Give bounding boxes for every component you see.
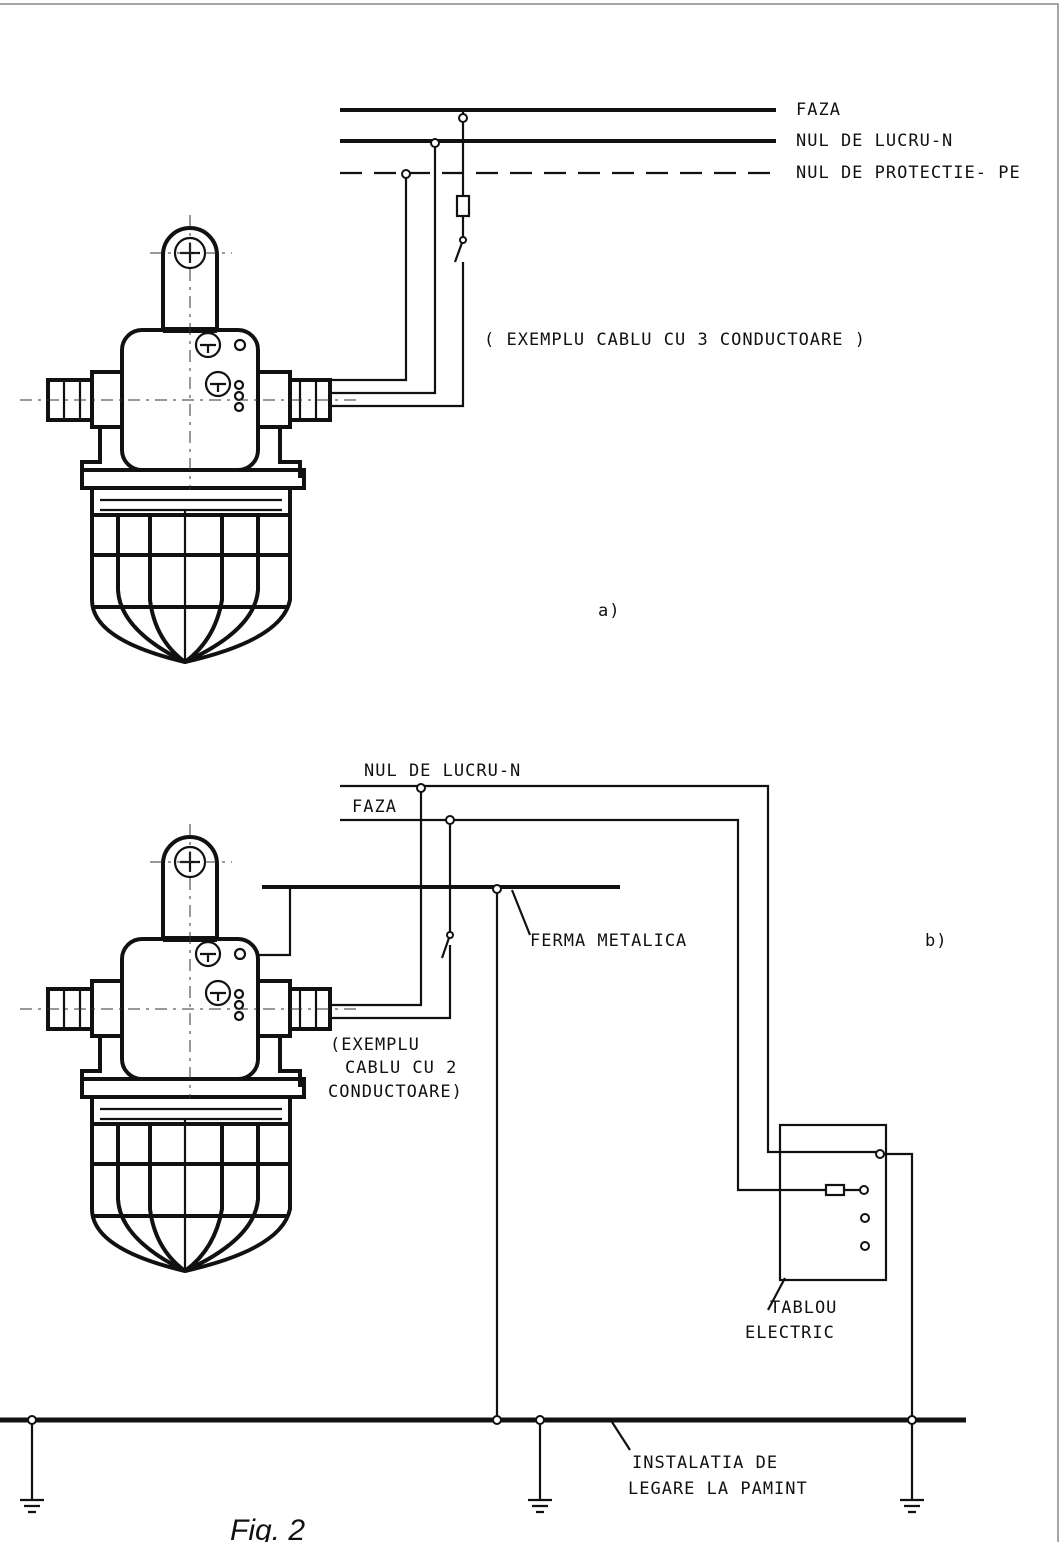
page-border — [0, 3, 1059, 1542]
cable-note-b-1: (EXEMPLU — [330, 1035, 420, 1055]
switch-icon — [459, 236, 467, 244]
label-nul-de-lucru-b: NUL DE LUCRU-N — [364, 761, 521, 781]
label-faza-b: FAZA — [352, 797, 397, 817]
phase-line — [340, 818, 826, 1192]
cable-note-b-2: CABLU CU 2 — [345, 1058, 457, 1078]
switch-icon — [446, 931, 454, 939]
label-nul-de-lucru: NUL DE LUCRU-N — [796, 131, 953, 151]
supply-lines-a — [330, 108, 780, 408]
fuse-icon — [824, 1183, 846, 1197]
explosion-proof-lamp-b — [20, 824, 360, 1271]
ground-icon — [18, 1498, 46, 1514]
figure-caption: Fig. 2 — [230, 1514, 305, 1542]
label-tablou: TABLOU — [770, 1298, 837, 1318]
label-electric: ELECTRIC — [745, 1323, 835, 1343]
label-legare-la-pamint: LEGARE LA PAMINT — [628, 1479, 808, 1499]
explosion-proof-lamp-a — [20, 215, 360, 662]
panel-label-a: a) — [598, 601, 620, 621]
ground-icon — [526, 1498, 554, 1514]
supply-lines-b — [0, 783, 966, 1514]
neutral-line — [340, 784, 880, 1154]
label-instalatia: INSTALATIA DE — [632, 1453, 778, 1473]
label-nul-de-protectie: NUL DE PROTECTIE- PE — [796, 163, 1021, 183]
panel-label-b: b) — [925, 931, 947, 951]
label-faza: FAZA — [796, 100, 841, 120]
electrical-board — [778, 1123, 888, 1282]
fuse-icon — [455, 194, 471, 218]
cable-note-b-3: CONDUCTOARE) — [328, 1082, 463, 1102]
ground-icon — [898, 1498, 926, 1514]
label-ferma-metalica: FERMA METALICA — [530, 931, 687, 951]
cable-note-a: ( EXEMPLU CABLU CU 3 CONDUCTOARE ) — [484, 330, 866, 350]
